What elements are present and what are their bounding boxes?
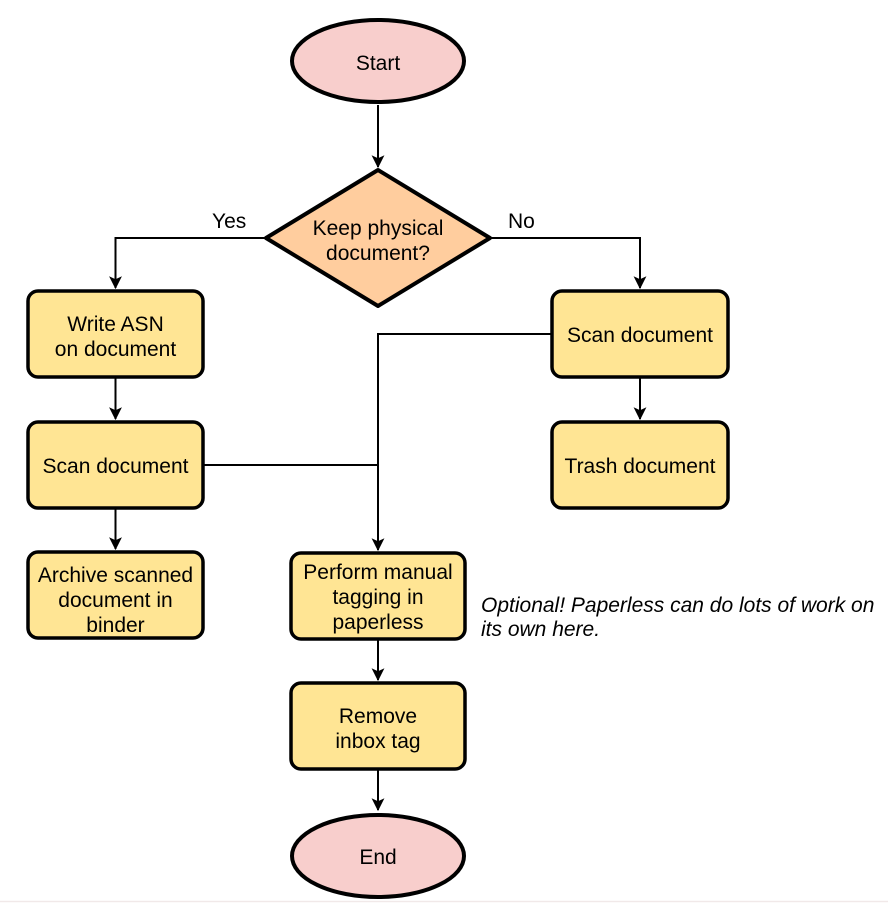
- tagging-label-line2: tagging in: [332, 586, 423, 609]
- remove-inbox-box: [289, 681, 467, 771]
- node-end: End: [290, 813, 466, 899]
- edge-scanright-to-tagging: [371, 333, 552, 552]
- node-trash: Trash document: [550, 420, 730, 510]
- end-ellipse: [290, 813, 466, 899]
- node-remove-inbox: Remove inbox tag: [289, 681, 467, 771]
- start-label: Start: [356, 52, 401, 75]
- trash-box: [550, 420, 730, 510]
- node-scan-left: Scan document: [26, 420, 205, 510]
- edge-label-no: No: [508, 210, 535, 233]
- archive-box: [26, 550, 205, 640]
- annotation-line1: Optional! Paperless can do lots of work …: [481, 594, 874, 617]
- annotation-line2: its own here.: [481, 618, 600, 641]
- remove-inbox-label-line2: inbox tag: [335, 730, 420, 753]
- node-decision: Keep physical document?: [264, 168, 492, 308]
- write-asn-label-line1: Write ASN: [67, 313, 163, 336]
- decision-diamond: [264, 168, 492, 308]
- annotation: Optional! Paperless can do lots of work …: [481, 594, 874, 641]
- node-write-asn: Write ASN on document: [26, 289, 205, 379]
- scan-right-label: Scan document: [567, 324, 713, 347]
- edge-label-yes: Yes: [212, 210, 246, 233]
- archive-label-line2: document in: [58, 589, 172, 612]
- write-asn-label-line2: on document: [55, 338, 177, 361]
- node-scan-right: Scan document: [550, 289, 730, 379]
- node-start: Start: [290, 18, 466, 104]
- node-archive: Archive scanned document in binder: [26, 550, 205, 640]
- write-asn-box: [26, 289, 205, 379]
- decision-label-line1: Keep physical: [313, 217, 444, 240]
- archive-label-line1: Archive scanned: [38, 564, 193, 587]
- edge-decision-yes: [109, 237, 266, 290]
- tagging-label-line3: paperless: [332, 611, 423, 634]
- remove-inbox-label-line1: Remove: [339, 705, 417, 728]
- tagging-label-line1: Perform manual: [303, 561, 452, 584]
- edge-decision-no: [490, 237, 647, 290]
- archive-label-line3: binder: [86, 614, 144, 637]
- scan-right-box: [550, 289, 730, 379]
- tagging-box: [289, 551, 467, 641]
- decision-label-line2: document?: [326, 242, 430, 265]
- start-ellipse: [290, 18, 466, 104]
- edges: [109, 105, 647, 812]
- scan-left-box: [26, 420, 205, 510]
- scan-left-label: Scan document: [43, 455, 189, 478]
- trash-label: Trash document: [565, 455, 716, 478]
- end-label: End: [359, 846, 396, 869]
- node-tagging: Perform manual tagging in paperless: [289, 551, 467, 641]
